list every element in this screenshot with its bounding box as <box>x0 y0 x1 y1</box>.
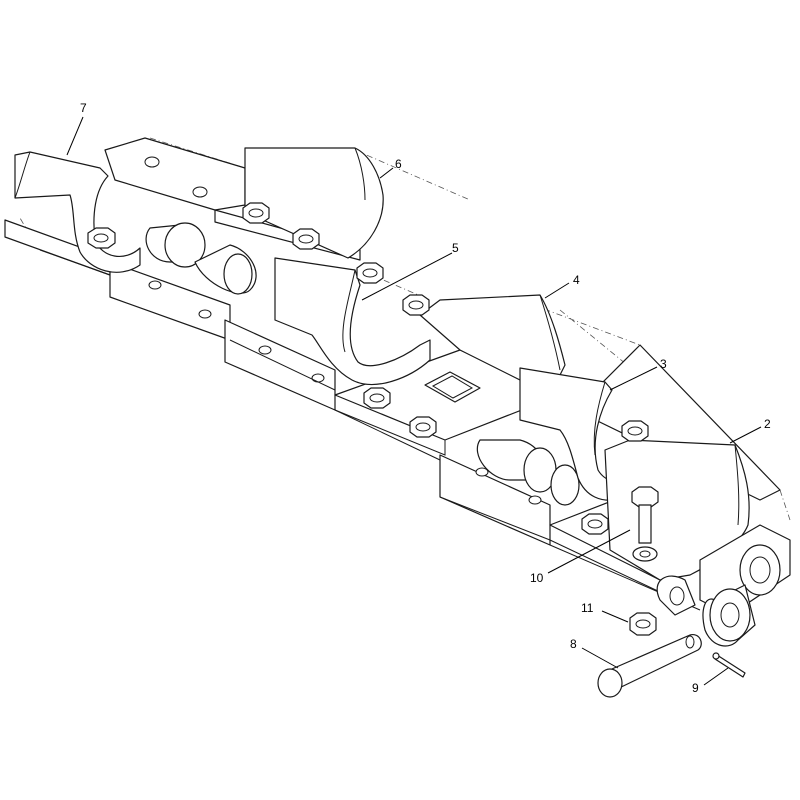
nut-3 <box>292 228 320 250</box>
top-plate-1 <box>104 137 246 211</box>
leader-lines <box>66 116 762 686</box>
chain-rollers <box>145 222 580 506</box>
cotter-pin-9 <box>712 652 746 678</box>
callout-2: 2 <box>764 417 771 431</box>
nut-6 <box>363 387 391 409</box>
nut-7 <box>409 416 437 438</box>
bolt-10 <box>631 486 659 562</box>
blade-6 <box>244 147 384 259</box>
nut-4 <box>356 262 384 284</box>
end-link-assembly <box>656 524 791 647</box>
blade-2 <box>604 439 750 581</box>
callout-8: 8 <box>570 637 577 651</box>
callout-labels: 2 3 4 5 6 7 8 9 10 11 <box>80 101 771 695</box>
callout-3: 3 <box>660 357 667 371</box>
chain-links <box>4 219 701 611</box>
callout-9: 9 <box>692 681 699 695</box>
cutter-blades <box>14 147 750 581</box>
pin-8 <box>597 633 702 698</box>
slot-plate <box>424 371 481 403</box>
hex-nuts <box>87 202 657 636</box>
blade-5 <box>274 257 431 385</box>
nut-2 <box>242 202 270 224</box>
nut-1 <box>87 227 116 249</box>
nut-11 <box>629 612 657 636</box>
callout-6: 6 <box>395 157 402 171</box>
nut-8 <box>621 420 649 442</box>
callout-4: 4 <box>573 273 580 287</box>
callout-7: 7 <box>80 101 87 115</box>
callout-11: 11 <box>581 601 594 615</box>
blade-7 <box>14 151 141 273</box>
callout-5: 5 <box>452 241 459 255</box>
nut-5 <box>402 294 430 316</box>
nut-9 <box>581 513 609 535</box>
callout-10: 10 <box>530 571 544 585</box>
